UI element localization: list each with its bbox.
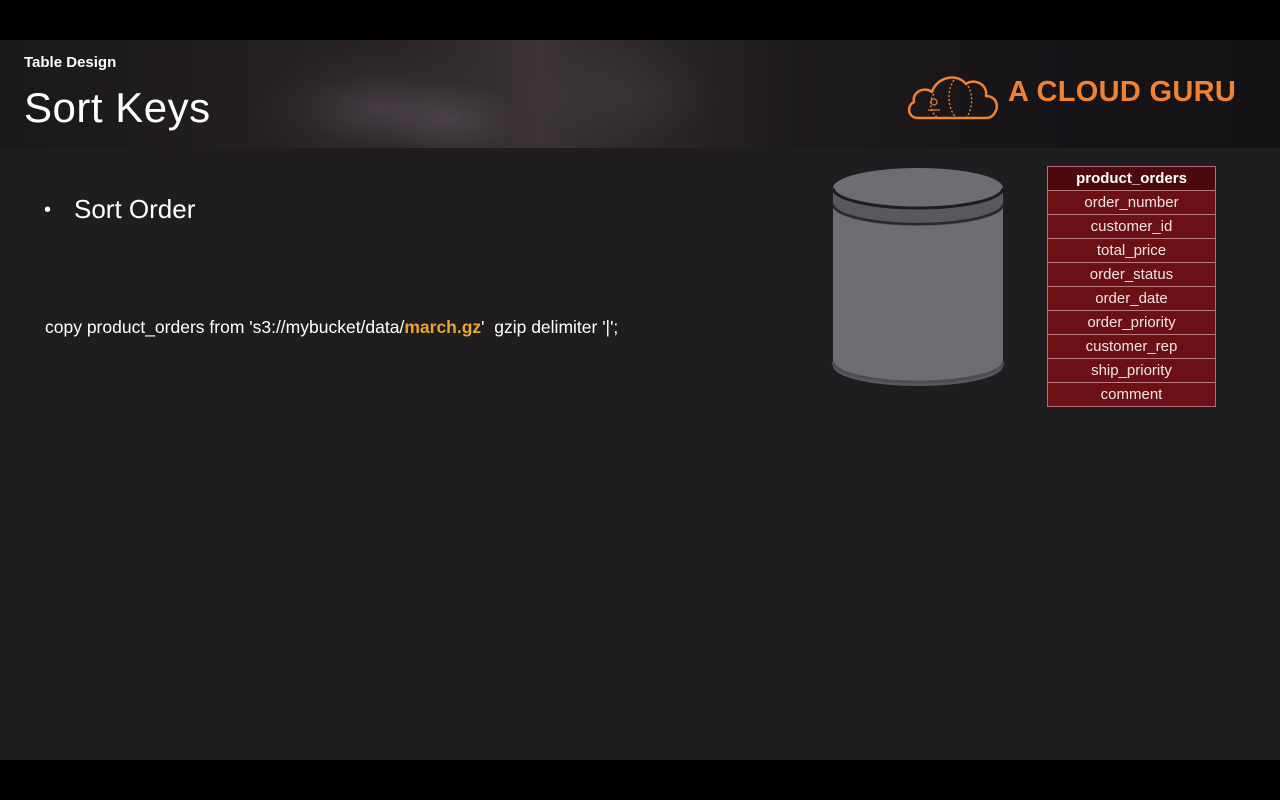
section-label: Table Design [24, 54, 117, 71]
background-presenter-blur [250, 50, 510, 148]
command-prefix: copy product_orders from 's3://mybucket/… [45, 317, 405, 337]
background-presenter-blur [520, 40, 720, 148]
bullet-text: Sort Order [74, 194, 196, 224]
command-highlight: march.gz [404, 317, 482, 337]
slide-header: Table Design Sort Keys A CLOUD GURU [0, 40, 1280, 148]
product-orders-table: product_orders order_number customer_id … [1047, 166, 1216, 407]
table-header: product_orders [1048, 167, 1215, 190]
command-suffix: ' gzip delimiter '|'; [481, 317, 619, 337]
letterbox-bottom [0, 760, 1280, 800]
table-column: order_status [1048, 262, 1215, 286]
table-column: order_number [1048, 190, 1215, 214]
background-presenter-blur [380, 80, 520, 148]
table-column: customer_id [1048, 214, 1215, 238]
bullet-item: • Sort Order [44, 194, 195, 225]
table-column: total_price [1048, 238, 1215, 262]
copy-command: copy product_orders from 's3://mybucket/… [45, 317, 618, 338]
table-column: comment [1048, 382, 1215, 406]
table-column: order_date [1048, 286, 1215, 310]
brand-name: A CLOUD GURU [1008, 76, 1237, 108]
cloud-logo-icon [907, 76, 998, 120]
brand-logo: A CLOUD GURU [904, 66, 1244, 122]
slide-title: Sort Keys [24, 84, 211, 131]
table-column: customer_rep [1048, 334, 1215, 358]
letterbox-top [0, 0, 1280, 40]
database-cylinder-icon [830, 166, 1006, 390]
table-column: ship_priority [1048, 358, 1215, 382]
table-column: order_priority [1048, 310, 1215, 334]
presentation-slide: Table Design Sort Keys A CLOUD GURU • Sor… [0, 40, 1280, 760]
bullet-dot-icon: • [44, 199, 52, 221]
